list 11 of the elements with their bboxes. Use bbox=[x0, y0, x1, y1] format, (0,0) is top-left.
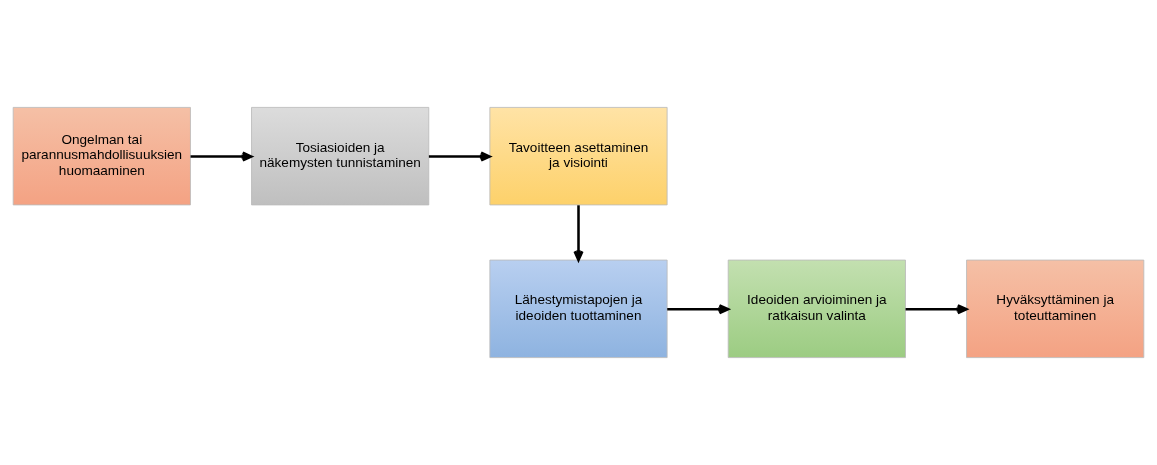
node-box: Tosiasioiden ja näkemysten tunnistaminen bbox=[251, 106, 430, 206]
arrow bbox=[905, 304, 968, 315]
node-box: Lähestymistapojen ja ideoiden tuottaminen bbox=[489, 259, 668, 359]
arrow bbox=[573, 205, 584, 262]
node-box: Ideoiden arvioiminen ja ratkaisun valinta bbox=[727, 259, 906, 359]
arrow bbox=[667, 304, 730, 315]
node-box: Tavoitteen asettaminen ja visiointi bbox=[489, 106, 668, 206]
node-box: Hyväksyttäminen ja toteuttaminen bbox=[966, 259, 1145, 359]
arrow bbox=[428, 151, 491, 162]
node-box: Ongelman tai parannusmahdollisuuksien huomaaminen bbox=[12, 106, 191, 206]
arrow bbox=[190, 151, 253, 162]
